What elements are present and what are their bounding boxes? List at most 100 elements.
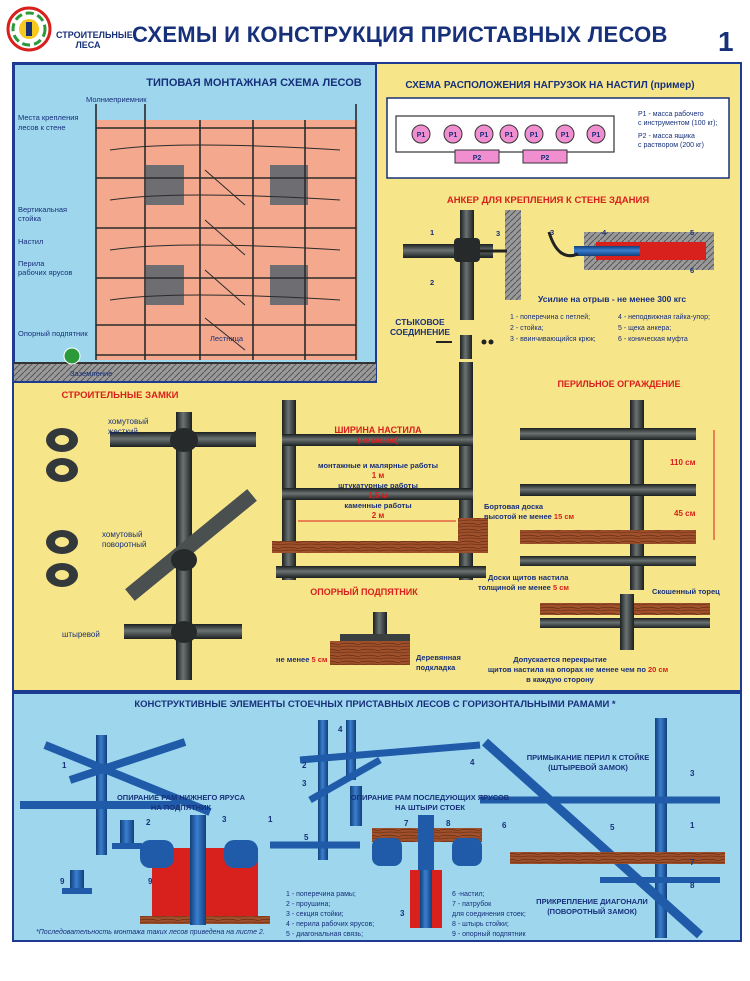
load-legend-p2: с раствором (200 кг) [638, 142, 704, 149]
frames-legend-item: 3 - секция стойки; [286, 910, 344, 918]
joint-bolt [481, 339, 487, 345]
p1-label: P1 [480, 132, 489, 139]
rail-to-post-caption: (ШТЫРЕВОЙ ЗАМОК) [548, 763, 628, 772]
label-lightning-rod: Молниеприемник [86, 95, 147, 104]
grounding-icon [63, 347, 81, 365]
toe-board-label: Бортовая доска [484, 502, 544, 511]
load-legend-p2: P2 - масса ящика [638, 133, 695, 140]
anchor-num-5: 5 [690, 228, 694, 237]
poster-title: СХЕМЫ И КОНСТРУКЦИЯ ПРИСТАВНЫХ ЛЕСОВ [132, 22, 668, 47]
p1-label: P1 [449, 132, 458, 139]
label-ladder: Лестница [210, 334, 244, 343]
load-legend-p1: P1 - масса рабочего [638, 110, 704, 118]
deck-width-work: каменные работы [344, 501, 411, 510]
anchor-section: АНКЕР ДЛЯ КРЕПЛЕНИЯ К СТЕНЕ ЗДАНИЯ 1 2 3… [403, 195, 714, 343]
overlap-note: щитов настила на опорах не менее чем по … [488, 665, 669, 674]
p2-label: P2 [473, 155, 482, 162]
window [146, 265, 184, 305]
lock-clamp [171, 621, 197, 643]
anchor-legend-item: 4 - неподвижная гайка-упор; [618, 313, 710, 321]
frames-num-8: 8 [446, 819, 451, 828]
frames-num-3: 3 [222, 815, 227, 824]
p1-label: P1 [561, 132, 570, 139]
joint-bolt [488, 339, 494, 345]
plank-label: толщиной не менее 5 см [478, 583, 569, 592]
anchor-clamp [454, 238, 480, 262]
frames-num-3: 3 [690, 769, 695, 778]
anchor-num-2: 2 [430, 278, 434, 287]
anchor-legend-item: 6 - коническая муфта [618, 336, 688, 343]
label-wall-mount: лесов к стене [18, 123, 66, 132]
locks-title: СТРОИТЕЛЬНЫЕ ЗАМКИ [62, 390, 179, 401]
frames-legend-item: 1 - поперечина рамы; [286, 891, 356, 898]
label-deck: Настил [18, 237, 43, 246]
subtitle-line: ЛЕСА [75, 40, 101, 50]
next-tier-caption: НА ШТЫРИ СТОЕК [395, 803, 465, 812]
window [270, 165, 308, 205]
wall-section [505, 210, 521, 300]
wood-pad [330, 641, 410, 665]
frame-node-middle [270, 720, 481, 860]
joint-post [459, 362, 473, 410]
rigid-clamp-icon [46, 428, 78, 482]
frames-num-1: 1 [62, 761, 67, 770]
overlap-note: в каждую сторону [526, 675, 594, 684]
lock-clamp [171, 549, 197, 571]
lock-rigid-label: хомутовый [108, 417, 148, 426]
wood-pad-label: Деревянная [416, 653, 461, 662]
next-tier-caption: ОПИРАНИЕ РАМ ПОСЛЕДУЮЩИХ ЯРУСОВ [351, 793, 510, 802]
deck-rail [282, 434, 473, 446]
lock-swivel-label: хомутовый [102, 530, 142, 539]
deck-width-value: 1 м [372, 471, 385, 480]
railing-mid [520, 484, 696, 496]
lock-clamp [170, 428, 198, 452]
frames-panel [12, 692, 742, 942]
frames-legend-item: 2 - проушина; [286, 901, 330, 908]
frames-legend-item: 9 - опорный подпятник [452, 930, 527, 938]
frames-num-5: 5 [304, 833, 309, 842]
deck-beam [276, 566, 486, 578]
p2-label: P2 [541, 155, 550, 162]
frames-num-7: 7 [404, 819, 409, 828]
railing-title: ПЕРИЛЬНОЕ ОГРАЖДЕНИЕ [557, 379, 680, 389]
load-scheme-title: СХЕМА РАСПОЛОЖЕНИЯ НАГРУЗОК НА НАСТИЛ (п… [405, 80, 694, 91]
overlap-note: Допускается перекрытие [513, 655, 607, 664]
frames-num-3: 3 [400, 909, 405, 918]
load-legend-p1: с инструментом (100 кг); [638, 120, 717, 127]
anchor-num-6: 6 [690, 266, 694, 275]
frames-legend-item: 6 -настил; [452, 891, 485, 898]
anchor-legend-item: 1 - поперечина с петлей; [510, 313, 590, 321]
railing-top [520, 428, 696, 440]
anchor-legend-item: 5 - щека анкера; [618, 325, 671, 332]
lock-rigid-label: жесткий [108, 427, 138, 436]
butt-joint-section: СТЫКОВОЕ СОЕДИНЕНИЕ [390, 317, 494, 410]
overlap-post [620, 594, 634, 650]
lock-diagonal-fill [125, 489, 257, 601]
frames-num-8: 8 [690, 881, 695, 890]
butt-joint-label: СОЕДИНЕНИЕ [390, 327, 450, 337]
frames-num-9: 9 [148, 877, 153, 886]
load-markers [411, 124, 606, 164]
deck-width-title: ШИРИНА НАСТИЛА [334, 425, 422, 435]
anchor-legend-item: 2 - стойка; [510, 324, 544, 332]
frames-num-4: 4 [338, 725, 343, 734]
frame-node-right [480, 718, 725, 939]
frame-node-left [20, 735, 212, 894]
base-plate-section: ОПОРНЫЙ ПОДПЯТНИК не менее 5 см Деревянн… [276, 586, 461, 672]
ground [14, 364, 376, 381]
toe-board-label: высотой не менее 15 см [484, 512, 575, 521]
window [270, 265, 308, 305]
frames-num-1: 1 [690, 821, 695, 830]
label-vertical-post: Вертикальная [18, 205, 67, 214]
frames-num-7: 7 [690, 858, 695, 867]
deck-width-value: 1,5 м [368, 491, 387, 500]
anchor-num-3: 3 [550, 228, 554, 237]
label-wall-mount: Места крепления [18, 113, 78, 122]
anchor-num-4: 4 [602, 228, 607, 237]
typical-scheme: ТИПОВАЯ МОНТАЖНАЯ СХЕМА ЛЕСОВ Молниеприе… [13, 63, 377, 383]
frames-num-2: 2 [146, 818, 151, 827]
p1-label: P1 [592, 132, 601, 139]
deck-rail [282, 488, 473, 500]
